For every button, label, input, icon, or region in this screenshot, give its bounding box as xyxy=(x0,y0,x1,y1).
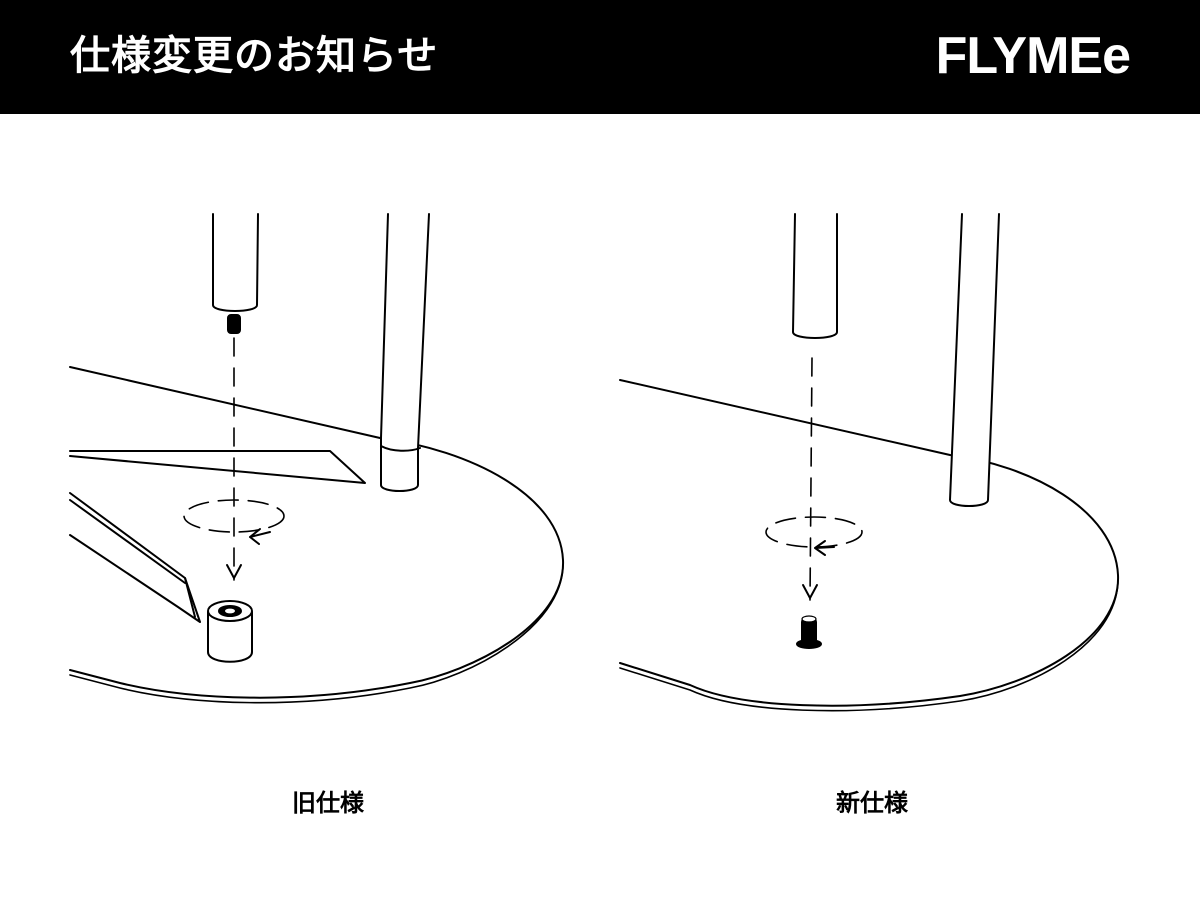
new-fixed-leg xyxy=(949,213,1000,507)
brand-logo: FLYMEe xyxy=(935,27,1131,85)
old-fixed-leg xyxy=(380,213,430,492)
old-screw-tip xyxy=(227,314,241,334)
spec-change-diagram xyxy=(69,213,1120,712)
old-socket-boss xyxy=(207,600,253,663)
new-tabletop xyxy=(619,379,1120,712)
new-spec-illustration xyxy=(619,213,1120,712)
new-stud-bolt xyxy=(796,615,822,649)
old-frame-bars xyxy=(69,450,366,623)
old-detached-leg xyxy=(212,213,259,334)
new-spec-caption: 新仕様 xyxy=(836,789,908,817)
old-tabletop xyxy=(69,366,565,704)
old-insertion-guide xyxy=(183,337,285,581)
new-insertion-guide xyxy=(765,357,863,601)
new-detached-leg xyxy=(792,213,838,339)
old-spec-caption: 旧仕様 xyxy=(292,789,364,817)
header-bar: 仕様変更のお知らせ FLYMEe xyxy=(0,0,1200,114)
page-title: 仕様変更のお知らせ xyxy=(70,33,439,79)
old-spec-illustration xyxy=(69,213,565,704)
